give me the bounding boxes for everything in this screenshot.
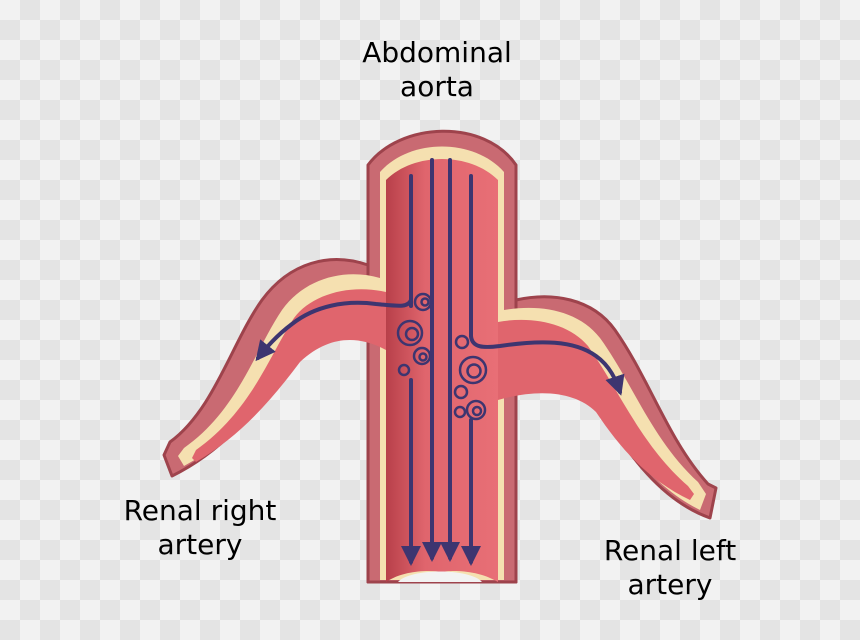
renal-left-artery-label-line1: Renal left [603, 534, 737, 567]
renal-right-artery-label-line2: artery [157, 528, 243, 561]
renal-right-artery-label-line1: Renal right [123, 494, 277, 527]
renal-right-artery-label: Renal right artery [95, 494, 305, 562]
turbulence-swirls [396, 292, 488, 421]
swirl-icon [458, 355, 488, 385]
abdominal-aorta-label-line2: aorta [400, 70, 474, 103]
swirl-icon [453, 405, 467, 419]
swirl-icon [412, 346, 432, 366]
abdominal-aorta-label: Abdominal aorta [327, 36, 547, 104]
blood-flow-arrows [255, 158, 625, 566]
renal-left-artery-label-line2: artery [627, 568, 713, 601]
renal-left-artery-label: Renal left artery [575, 534, 765, 602]
swirl-icon [397, 363, 411, 377]
swirl-icon [413, 292, 433, 312]
swirl-icon [396, 319, 424, 347]
arrow-icon [255, 298, 413, 362]
arrow-icon [469, 334, 625, 396]
swirl-icon [454, 334, 470, 350]
abdominal-aorta-label-line1: Abdominal [362, 36, 512, 69]
swirl-icon [453, 384, 469, 400]
swirl-icon [465, 399, 487, 421]
